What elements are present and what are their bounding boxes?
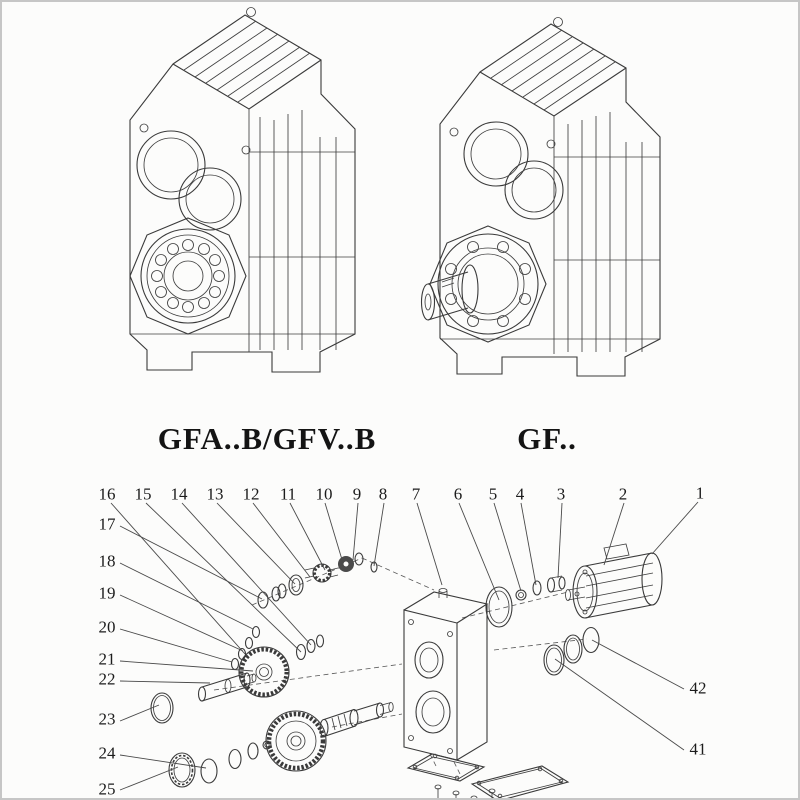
part-callout-11: 11 xyxy=(279,484,297,504)
part-callout-6: 6 xyxy=(453,484,463,504)
part-callout-1: 1 xyxy=(695,483,705,503)
gear-housing xyxy=(403,588,489,761)
input-side-parts xyxy=(485,575,566,628)
intermediate-gear xyxy=(238,646,290,698)
leader-lines xyxy=(110,501,699,791)
part-callout-14: 14 xyxy=(170,484,188,504)
part-callout-5: 5 xyxy=(488,484,498,504)
hollow-shaft-bearing xyxy=(129,217,247,335)
part-callout-22: 22 xyxy=(98,669,116,689)
part-callout-21: 21 xyxy=(98,649,116,669)
part-callout-24: 24 xyxy=(98,743,116,763)
part-callout-25: 25 xyxy=(98,779,116,799)
oil-plug xyxy=(246,7,256,17)
bearing-bosses xyxy=(136,130,242,231)
shim-stack xyxy=(230,625,325,671)
part-callout-41: 41 xyxy=(689,739,707,759)
part-callout-10: 10 xyxy=(315,484,333,504)
part-callout-8: 8 xyxy=(378,484,388,504)
part-callout-12: 12 xyxy=(242,484,260,504)
part-callout-17: 17 xyxy=(98,514,116,534)
part-callout-23: 23 xyxy=(98,709,116,729)
oil-plug xyxy=(553,17,563,27)
intermediate-shaft-assembly xyxy=(257,552,378,609)
motor-unit xyxy=(565,543,663,619)
part-callout-15: 15 xyxy=(134,484,152,504)
part-callout-2: 2 xyxy=(618,484,628,504)
part-callout-13: 13 xyxy=(206,484,224,504)
model-label-gfab-gfvb: GFA..B/GFV..B xyxy=(157,421,377,456)
bearing-bosses xyxy=(463,121,564,220)
input-pinion-shaft xyxy=(197,672,257,702)
model-label-gf: GF.. xyxy=(517,421,577,456)
output-flange xyxy=(429,225,547,343)
gf-line-drawing xyxy=(420,17,661,377)
part-callout-19: 19 xyxy=(98,583,116,603)
output-gear xyxy=(265,710,327,772)
part-callout-20: 20 xyxy=(98,617,116,637)
part-callout-3: 3 xyxy=(556,484,566,504)
ball-bearing xyxy=(168,752,196,788)
part-callout-7: 7 xyxy=(411,484,421,504)
gfab-gfvb-line-drawing xyxy=(129,7,356,373)
part-callout-16: 16 xyxy=(98,484,116,504)
part-callout-42: 42 xyxy=(689,678,707,698)
exploded-parts-drawing xyxy=(110,501,699,798)
gasket-and-cover xyxy=(406,753,570,798)
circlip-and-washers xyxy=(200,740,272,784)
part-callout-9: 9 xyxy=(352,484,362,504)
cooling-fins xyxy=(490,29,616,111)
cooling-fins xyxy=(183,20,311,103)
side-ribs xyxy=(249,110,355,350)
output-shaft xyxy=(420,264,479,321)
part-callout-4: 4 xyxy=(515,484,525,504)
output-shaft-exploded xyxy=(319,702,394,738)
bearing-rings xyxy=(543,626,600,676)
large-retaining-ring xyxy=(150,692,174,724)
part-callout-18: 18 xyxy=(98,551,116,571)
side-ribs xyxy=(554,112,660,352)
